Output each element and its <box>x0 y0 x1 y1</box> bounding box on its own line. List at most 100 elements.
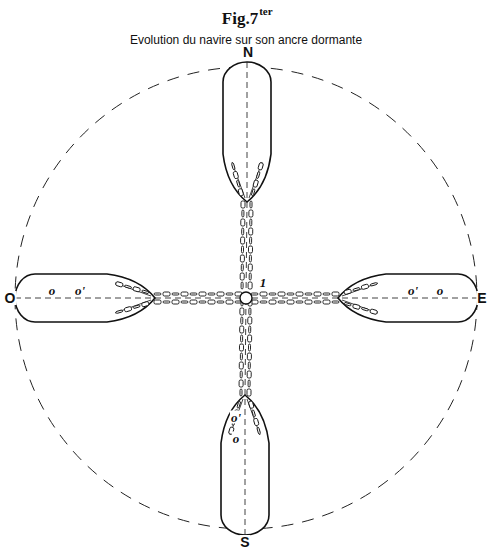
chain-link <box>241 246 243 253</box>
chain-link <box>240 389 242 396</box>
chain-link <box>217 292 224 296</box>
chain-link <box>240 326 244 333</box>
chain-link <box>133 286 141 292</box>
chain-link <box>241 219 245 226</box>
chain-link <box>260 301 267 303</box>
chain-link <box>154 300 161 304</box>
figure-title: Fig.7 <box>222 10 258 27</box>
chain-link <box>353 287 360 291</box>
chain-link <box>248 362 250 369</box>
chain-link <box>133 305 140 309</box>
chain-link <box>239 380 243 387</box>
chain-link <box>269 293 276 295</box>
chain-link <box>296 292 303 296</box>
chain-link <box>269 300 276 304</box>
chain-link <box>172 293 179 295</box>
chain-link <box>163 301 170 303</box>
ship-east <box>338 274 478 322</box>
chain-link <box>361 307 368 311</box>
chain-link <box>233 171 239 179</box>
chain-link <box>249 210 253 217</box>
anchor-number: 1 <box>259 276 268 289</box>
chain-link <box>115 281 123 287</box>
chain-link <box>248 380 250 387</box>
chain-link <box>241 237 245 244</box>
chain-link <box>305 293 312 295</box>
anchor <box>240 292 252 304</box>
chain-link <box>247 389 251 396</box>
chain-link <box>241 335 243 342</box>
chain-link <box>248 264 252 271</box>
ship-point: o <box>48 284 57 297</box>
chain-link <box>124 285 131 289</box>
chain-link <box>287 300 294 304</box>
ship-point: o' <box>407 284 419 297</box>
chain-link <box>249 273 251 280</box>
ship-point: o <box>436 284 445 297</box>
chain-link <box>239 362 243 369</box>
chain-link <box>116 310 123 314</box>
chain-link <box>172 300 179 304</box>
chain-link <box>250 219 252 226</box>
chain-link <box>253 418 259 426</box>
chain-link <box>240 255 244 262</box>
chain-link <box>241 317 243 324</box>
cardinal-east: E <box>476 291 487 305</box>
chain-link <box>242 210 244 217</box>
chain-link <box>240 308 244 315</box>
ship-north <box>223 62 271 202</box>
chain-link <box>332 292 339 296</box>
chain-link <box>241 264 243 271</box>
chain-link <box>240 273 244 280</box>
chain-link <box>231 163 235 170</box>
chain-link <box>250 201 252 208</box>
chain-link <box>252 410 256 417</box>
chain-link <box>236 180 240 187</box>
chain-link <box>241 282 243 289</box>
chain-link <box>370 282 377 286</box>
ship-west <box>15 274 155 322</box>
chain-link <box>181 301 188 303</box>
chain-link <box>124 306 132 312</box>
chain-link <box>226 293 233 295</box>
title-suffix: ter <box>259 6 272 17</box>
chain-link <box>240 371 242 378</box>
chain-link <box>247 371 251 378</box>
chain-link <box>278 292 285 296</box>
chain-link <box>248 344 250 351</box>
chain-link <box>242 228 244 235</box>
chain-link <box>226 300 233 304</box>
chain-link <box>141 301 149 307</box>
chain-link <box>253 180 259 188</box>
chain-link <box>247 353 251 360</box>
ship-point: o' <box>74 284 86 297</box>
ship-point: o' <box>230 411 242 424</box>
chain-link <box>190 300 197 304</box>
chain-link <box>248 246 252 253</box>
chain-link <box>181 292 188 296</box>
chain-link <box>251 293 258 295</box>
chain-link <box>256 171 260 178</box>
chain-link <box>314 292 321 296</box>
chain-link <box>258 162 264 170</box>
chain-link <box>208 300 215 304</box>
chain-link <box>249 255 251 262</box>
ship-point: o <box>232 432 241 445</box>
chain-link <box>199 292 206 296</box>
chain-link <box>251 189 255 196</box>
chain-link <box>323 293 330 295</box>
chain-link <box>154 293 161 295</box>
chain-link <box>249 228 253 235</box>
chain-link <box>239 344 243 351</box>
chain-link <box>248 317 252 324</box>
cardinal-west: O <box>4 291 17 305</box>
cardinal-south: S <box>239 535 250 549</box>
chain-link <box>314 301 321 303</box>
chain-link <box>217 301 224 303</box>
chain-link <box>249 326 251 333</box>
chain-link <box>199 301 206 303</box>
chain-link <box>278 301 285 303</box>
chain-link <box>370 309 378 315</box>
chain-link <box>190 293 197 295</box>
